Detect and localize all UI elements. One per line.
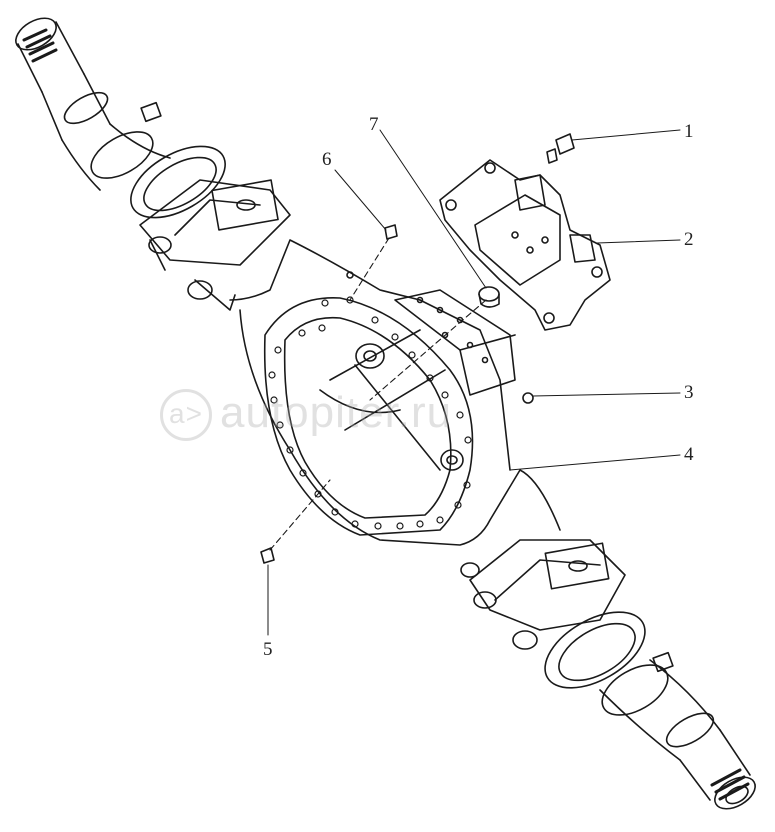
part-5-plug [260, 547, 275, 564]
watermark: a>autopiter.ru [160, 388, 453, 442]
callout-1: 1 [684, 121, 694, 142]
assembly-lines [269, 237, 487, 551]
callout-4: 4 [684, 444, 694, 465]
left-axle-shaft [15, 17, 226, 219]
callout-2: 2 [684, 229, 694, 250]
part-2-bracket [439, 159, 611, 331]
callout-6: 6 [322, 149, 332, 170]
part-6-plug [384, 224, 398, 240]
leader-lines [267, 129, 681, 636]
part-1-bolt [546, 133, 575, 164]
callout-3: 3 [684, 382, 694, 403]
part-3-plug [522, 392, 534, 404]
axle-housing [229, 239, 561, 546]
watermark-logo-icon: a> [160, 389, 212, 442]
watermark-text: autopiter.ru [220, 388, 453, 437]
right-spring-seat [460, 539, 626, 650]
callout-7: 7 [369, 114, 379, 135]
right-axle-shaft [544, 611, 756, 810]
callout-5: 5 [263, 639, 273, 660]
flange-bolt-holes [268, 296, 472, 530]
